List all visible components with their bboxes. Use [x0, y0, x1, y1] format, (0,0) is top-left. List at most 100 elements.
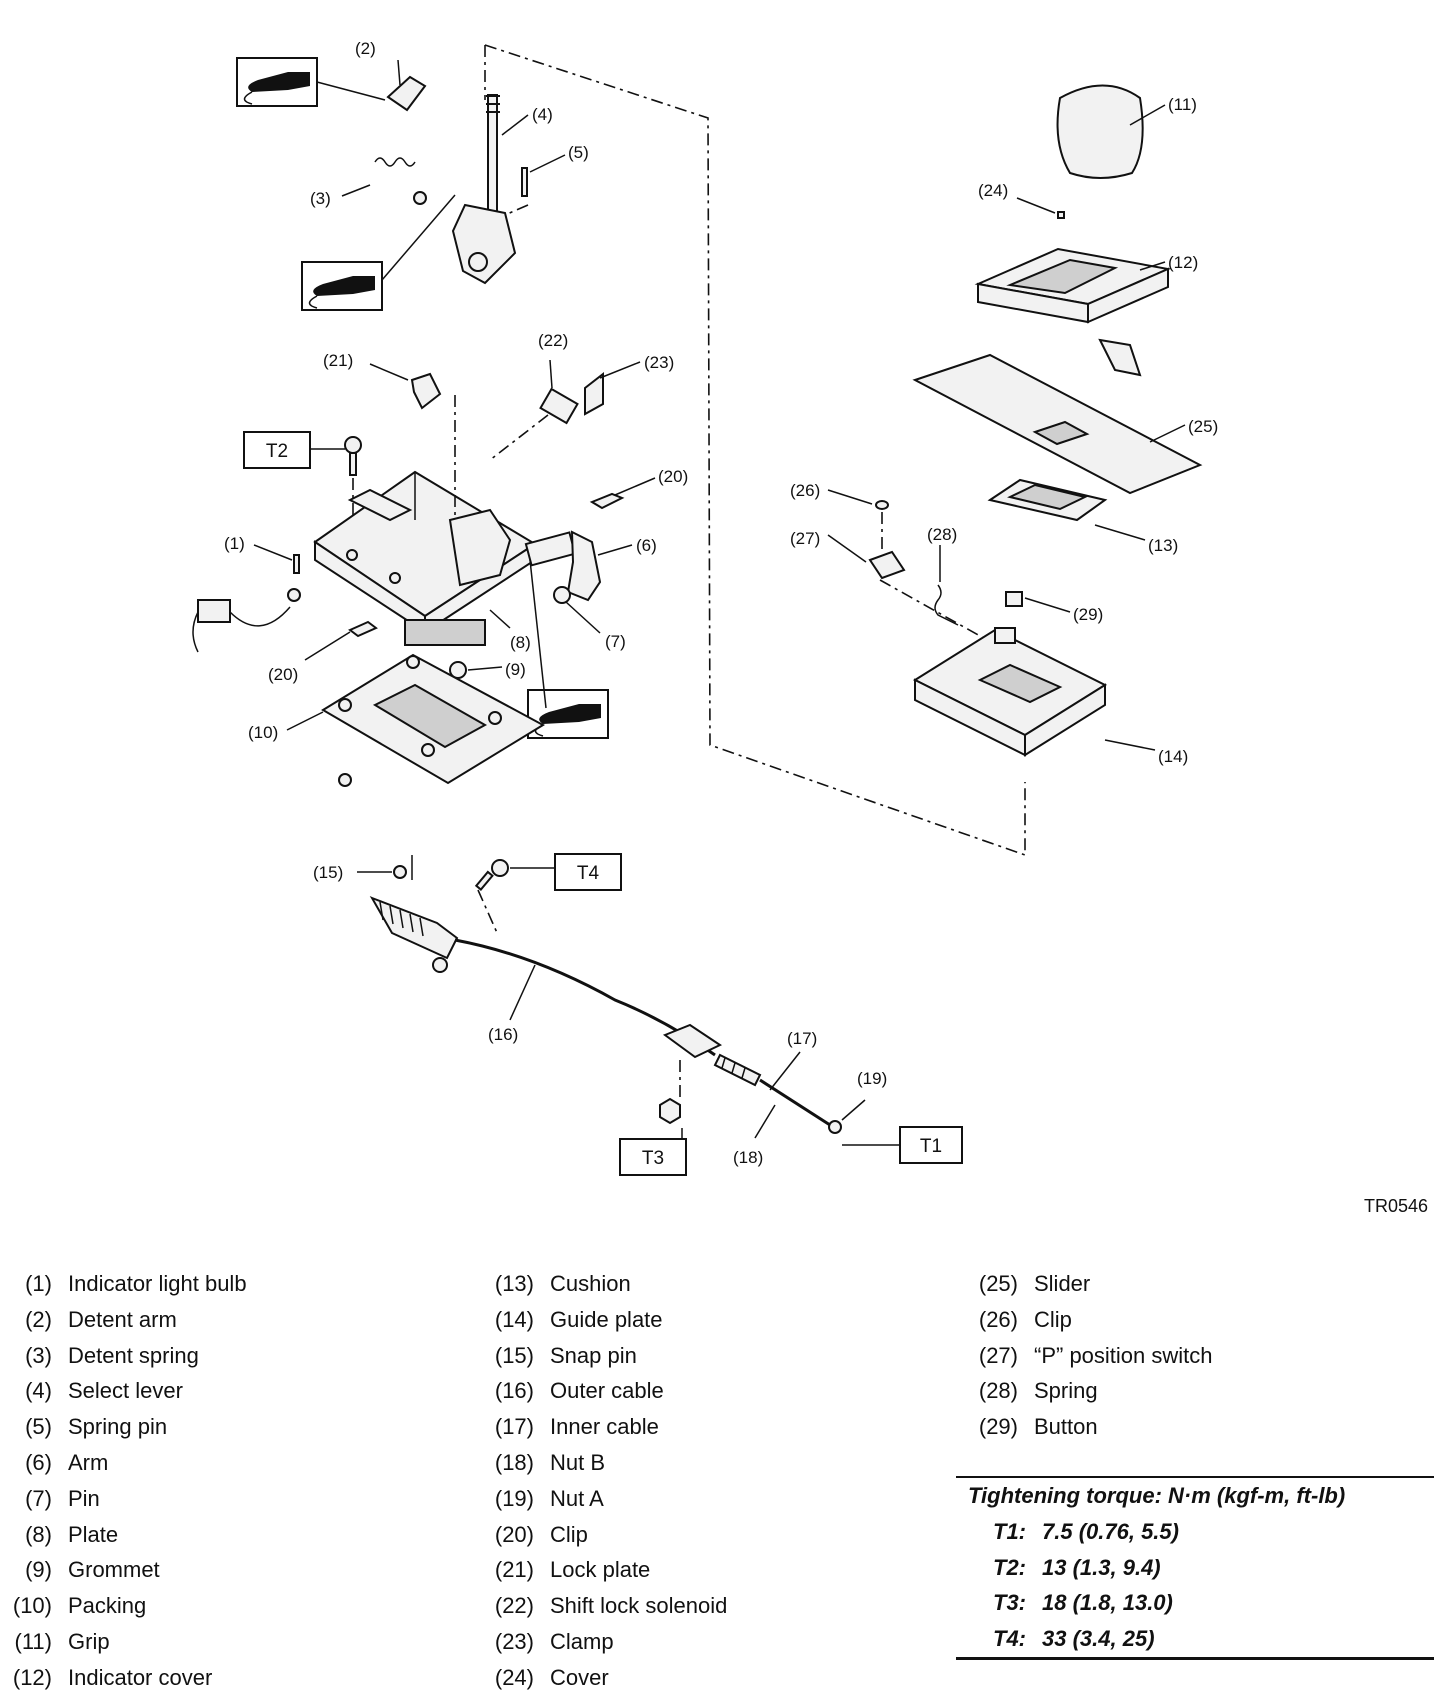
legend-part-name: Arm — [68, 1449, 109, 1475]
callout-11: (11) — [1168, 95, 1197, 114]
legend-number: (10) — [12, 1593, 52, 1619]
nut-a-part — [828, 1120, 842, 1134]
callout-24: (24) — [978, 181, 1008, 200]
legend-row: (19)Nut A — [482, 1481, 727, 1517]
spring-pin-part — [521, 167, 528, 197]
torque-box-t2: T2 — [243, 431, 311, 469]
callout-20: (20) — [268, 665, 298, 684]
legend-row: (12) Indicator cover — [0, 1660, 247, 1696]
callout-27: (27) — [790, 529, 820, 548]
legend-row: (11)Grip — [0, 1624, 247, 1660]
legend-number: (23) — [494, 1628, 534, 1654]
legend-number: (19) — [494, 1485, 534, 1511]
callout-28: (28) — [927, 525, 957, 544]
pin-part — [553, 586, 571, 604]
lock-plate-part — [410, 372, 442, 410]
legend-part-name: Indicator cover — [68, 1664, 213, 1690]
legend-number: (16) — [494, 1378, 534, 1404]
legend-number: (8) — [25, 1521, 52, 1547]
legend-number: (6) — [25, 1449, 52, 1475]
torque-key: T1: — [993, 1518, 1026, 1544]
guide-plate-part — [912, 627, 1108, 757]
legend-number: (5) — [25, 1414, 52, 1440]
legend-column-3: (25)Slider(26)Clip(27)“P” position switc… — [966, 1266, 1213, 1445]
callout-5: (5) — [568, 143, 589, 162]
legend-part-name: Select lever — [68, 1378, 183, 1404]
legend-part-name: Cushion — [550, 1271, 631, 1296]
callout-13: (13) — [1148, 536, 1178, 555]
grease-icon — [236, 57, 318, 107]
snap-pin-part — [393, 855, 413, 880]
legend-number: (29) — [978, 1414, 1018, 1440]
assembly-outline — [484, 44, 1026, 857]
legend-row: (5)Spring pin — [0, 1409, 247, 1445]
cover-part — [1057, 211, 1065, 219]
legend-column-2: (13)Cushion(14)Guide plate(15)Snap pin(1… — [482, 1266, 727, 1696]
bolt-t4-part — [474, 859, 509, 891]
legend-number: (20) — [494, 1521, 534, 1547]
legend-row: (15)Snap pin — [482, 1338, 727, 1374]
indicator-cover-part — [974, 247, 1172, 377]
legend-number: (13) — [494, 1271, 534, 1296]
legend-row: (24)Cover — [482, 1660, 727, 1696]
callout-9: (9) — [505, 660, 526, 679]
legend-row: (4) Select lever — [0, 1373, 247, 1409]
torque-box-t1: T1 — [842, 1126, 963, 1164]
torque-box-t3: T3 — [619, 1128, 687, 1176]
legend-row: (27)“P” position switch — [966, 1338, 1213, 1374]
legend-row: (9)Grommet — [0, 1552, 247, 1588]
callout-17: (17) — [787, 1029, 817, 1048]
legend-number: (9) — [25, 1557, 52, 1583]
callout-7: (7) — [605, 632, 626, 651]
legend-row: (13) Cushion — [482, 1266, 727, 1302]
grease-icon — [301, 261, 383, 311]
grease-icon — [527, 689, 609, 739]
torque-key: T2: — [993, 1554, 1026, 1580]
callout-6: (6) — [636, 536, 657, 555]
arm-part — [524, 530, 602, 602]
cushion-part — [987, 478, 1108, 522]
torque-rows: T1:7.5 (0.76, 5.5)T2:13 (1.3, 9.4)T3:18 … — [956, 1514, 1434, 1657]
legend-number: (18) — [494, 1449, 534, 1475]
legend-row: (20) Clip — [482, 1517, 727, 1553]
legend-number: (4) — [25, 1378, 52, 1404]
button-part — [1005, 591, 1023, 607]
legend-number: (7) — [25, 1485, 52, 1511]
legend-row: (26)Clip — [966, 1302, 1213, 1338]
legend-row: (21) Lock plate — [482, 1552, 727, 1588]
legend-number: (25) — [978, 1271, 1018, 1296]
legend-part-name: Pin — [68, 1485, 100, 1511]
legend-part-name: Clamp — [550, 1628, 614, 1654]
torque-row: T4:33 (3.4, 25) — [956, 1621, 1434, 1657]
legend-number: (26) — [978, 1306, 1018, 1332]
legend-part-name: Button — [1034, 1414, 1098, 1440]
callout-20: (20) — [658, 467, 688, 486]
legend-number: (15) — [494, 1342, 534, 1368]
legend-row: (23) Clamp — [482, 1624, 727, 1660]
legend-part-name: Inner cable — [550, 1414, 659, 1440]
legend-row: (17)Inner cable — [482, 1409, 727, 1445]
legend-number: (12) — [12, 1664, 52, 1690]
bolt-t2-part — [344, 436, 362, 476]
callout-26: (26) — [790, 481, 820, 500]
legend-row: (2)Detent arm — [0, 1302, 247, 1338]
indicator-light-bulb-part — [293, 554, 300, 574]
legend-part-name: Guide plate — [550, 1306, 663, 1332]
legend-part-name: Lock plate — [550, 1557, 651, 1583]
p-position-switch-part — [868, 550, 906, 580]
legend-row: (16)Outer cable — [482, 1373, 727, 1409]
legend-part-name: Spring — [1034, 1378, 1098, 1404]
legend-row: (28) Spring — [966, 1373, 1213, 1409]
legend-row: (1)Indicator light bulb — [0, 1266, 246, 1302]
legend-column-1: (1)Indicator light bulb(2)Detent arm(3)D… — [0, 1266, 247, 1696]
legend-part-name: Nut B — [550, 1449, 606, 1475]
legend-number: (2) — [25, 1306, 52, 1332]
legend-number: (28) — [978, 1378, 1018, 1404]
legend-number: (21) — [494, 1557, 534, 1583]
legend-part-name: Clip — [550, 1521, 588, 1547]
grip-part — [1056, 84, 1144, 179]
svg-text:T1: T1 — [920, 1136, 942, 1157]
legend-number: (1) — [25, 1271, 52, 1296]
svg-text:T3: T3 — [642, 1148, 664, 1169]
